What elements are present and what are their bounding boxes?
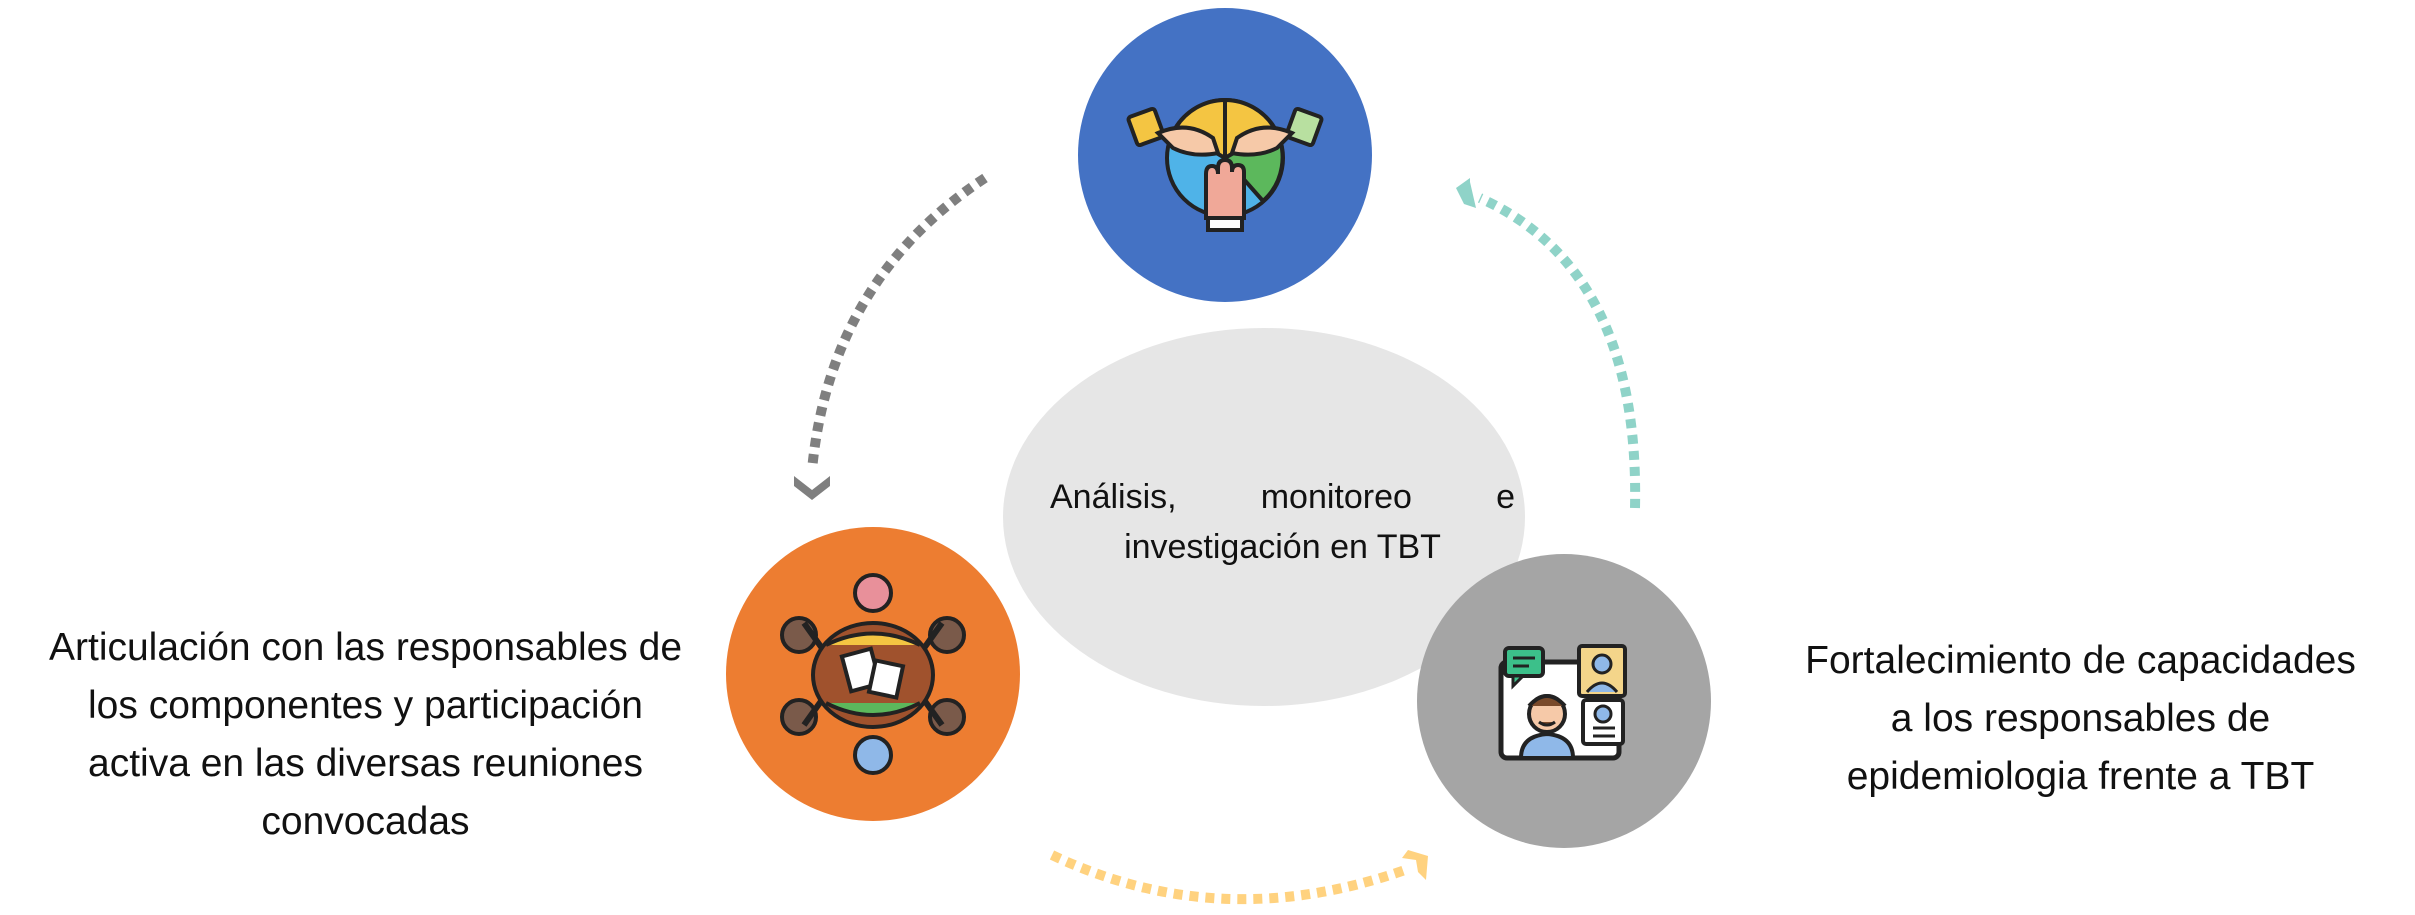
arrow-top-to-left: [807, 173, 988, 471]
teamwork-hands-icon: [1126, 97, 1324, 232]
video-conference-icon: [1498, 644, 1627, 761]
label-left-line-1: Articulación con las responsables de: [48, 626, 683, 669]
label-left-line-3: activa en las diversas reuniones: [88, 742, 643, 785]
center-word-1: Análisis,: [1050, 478, 1177, 516]
arrow-left-to-right: [1049, 850, 1407, 905]
arrowhead-right-to-top: [1456, 178, 1476, 208]
label-fortalecimiento: Fortalecimiento de capacidades a los res…: [1758, 632, 2403, 806]
label-left-line-2: los componentes y participación: [88, 684, 643, 727]
arrowhead-top-to-left: [794, 476, 830, 500]
label-right-line-2: a los responsables de: [1890, 697, 2271, 740]
arrow-right-to-top: [1477, 193, 1641, 509]
center-text-line-2: investigación en TBT: [1124, 528, 1441, 566]
meeting-table-icon: [780, 573, 966, 775]
center-text: Análisis, monitoreo e investigación en T…: [1050, 472, 1515, 572]
label-articulacion: Articulación con las responsables de los…: [8, 619, 723, 851]
arrowhead-left-to-right: [1402, 850, 1428, 880]
center-word-3: e: [1496, 478, 1515, 516]
label-right-line-3: epidemiologia frente a TBT: [1846, 755, 2315, 798]
node-top: [1078, 8, 1372, 302]
label-right-line-1: Fortalecimiento de capacidades: [1805, 639, 2356, 682]
center-text-line-1: Análisis, monitoreo e: [1050, 472, 1515, 522]
node-left: [726, 527, 1020, 821]
center-word-2: monitoreo: [1260, 478, 1412, 516]
node-right: [1417, 554, 1711, 848]
label-left-line-4: convocadas: [261, 800, 470, 843]
